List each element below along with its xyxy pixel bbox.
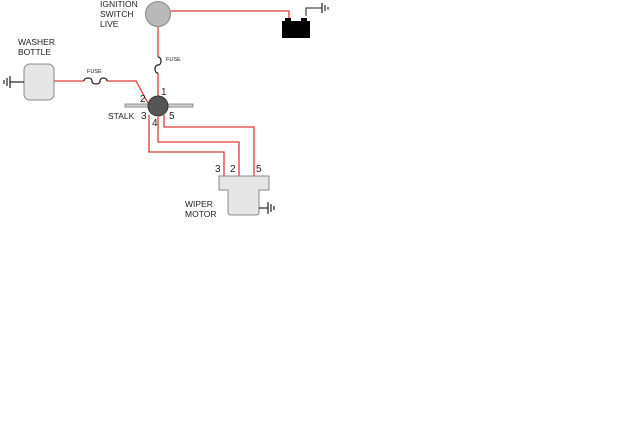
ground-icon [3, 76, 24, 88]
wiper-label-1: WIPER [185, 199, 213, 209]
motor-pin-5: 5 [256, 164, 262, 175]
ground-icon [259, 202, 275, 214]
stalk-label: STALK [108, 111, 135, 121]
fuse-icon [154, 56, 162, 74]
ignition-label-3: LIVE [100, 19, 119, 29]
stalk-switch [147, 95, 169, 117]
stalk-pin-5: 5 [169, 111, 175, 122]
fuse-left-label: FUSE [87, 69, 102, 75]
stalk-pin-3: 3 [141, 111, 147, 122]
motor-pin-3: 3 [215, 164, 221, 175]
stalk-pin-2: 2 [140, 94, 146, 105]
ignition-label-2: SWITCH [100, 9, 134, 19]
wire-pin5 [163, 115, 255, 176]
wire-pin4 [157, 117, 240, 176]
wire-fuse-stalk-pin2 [107, 80, 149, 104]
stalk-pin-1: 1 [161, 87, 167, 98]
wire-ignition-battery [170, 10, 290, 22]
washer-bottle [23, 63, 55, 101]
washer-label-2: BOTTLE [18, 47, 51, 57]
motor-pin-2: 2 [230, 164, 236, 175]
ground-icon [321, 3, 329, 13]
fuse-icon [83, 77, 108, 85]
wiper-motor [218, 175, 270, 216]
wiper-label-2: MOTOR [185, 209, 216, 219]
battery-icon [282, 7, 322, 38]
washer-label-1: WASHER [18, 37, 55, 47]
ignition-switch [145, 1, 171, 27]
fuse-top-label: FUSE [166, 57, 181, 63]
wires [54, 10, 290, 176]
ignition-label-1: IGNITION [100, 0, 138, 9]
stalk-pin-4: 4 [152, 118, 158, 129]
wire-pin3 [148, 115, 225, 176]
